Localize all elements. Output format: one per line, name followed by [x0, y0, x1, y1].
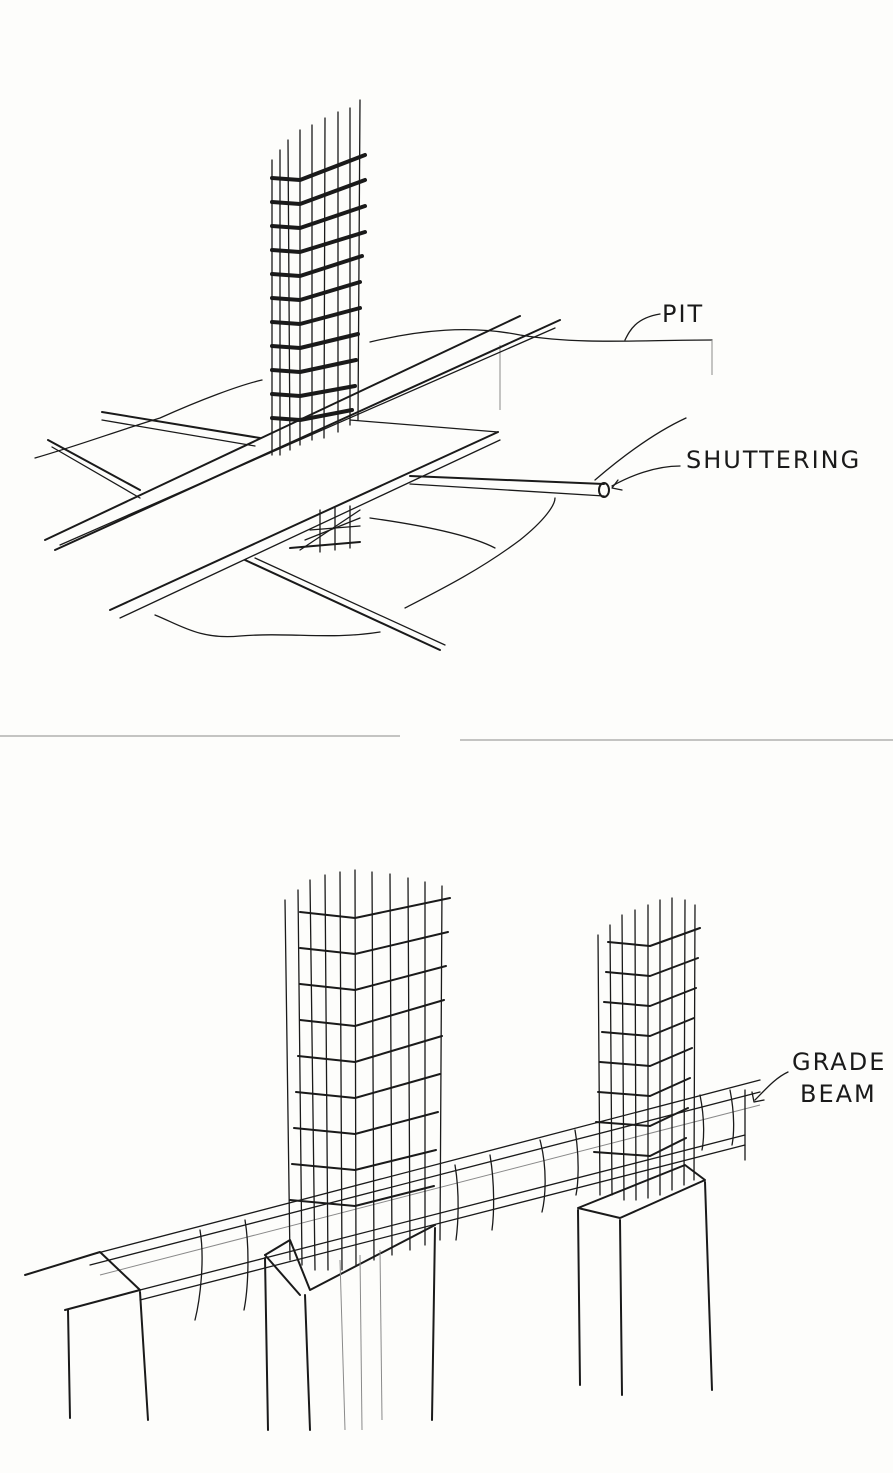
bottom-sketch: GRADE BEAM	[24, 869, 886, 1431]
shuttering-arrow	[611, 479, 623, 491]
pit-edge-left	[34, 379, 263, 459]
cross-bar-right	[409, 475, 605, 485]
column-stub-left	[24, 1251, 149, 1421]
column-stub-right	[577, 1164, 713, 1396]
cross-bar-left-lower	[47, 439, 141, 491]
cross-bar-right-end	[598, 482, 610, 498]
pit-edge-left-lower	[154, 614, 381, 638]
pit-leader	[624, 313, 661, 341]
grade-beam-leader	[754, 1071, 789, 1101]
shuttering-plank-1b	[54, 319, 561, 551]
grade-beam-arrow	[751, 1091, 765, 1103]
column-cage-middle	[284, 869, 451, 1271]
shuttering-plank-1c	[59, 327, 556, 546]
pit-label: PIT	[662, 300, 704, 328]
column-stub-middle	[264, 1224, 436, 1431]
cross-bar-left-upper	[101, 411, 261, 439]
pit-edge-right-3	[594, 417, 687, 481]
shuttering-plank-2c	[349, 419, 499, 433]
shuttering-plank-2a	[109, 431, 499, 611]
cross-bar-bottom	[244, 559, 441, 651]
footing-cage	[289, 505, 361, 553]
pit-edge-right-2	[369, 517, 496, 549]
cross-bar-right-b	[409, 483, 605, 497]
pit-ground-line	[369, 329, 713, 343]
top-sketch: PIT SHUTTERING	[34, 99, 861, 651]
shuttering-label: SHUTTERING	[686, 446, 861, 474]
column-cage-top	[270, 99, 367, 456]
shuttering-plank-1a	[44, 315, 521, 541]
cross-bar-left-lower-b	[51, 446, 141, 499]
cross-bar-left-upper-b	[101, 419, 256, 447]
column-cage-right	[593, 897, 701, 1201]
grade-label-line1: GRADE	[792, 1048, 886, 1076]
shuttering-leader	[611, 465, 681, 487]
pit-edge-right	[404, 497, 556, 609]
grade-label-line2: BEAM	[800, 1080, 877, 1108]
shuttering-plank-2b	[119, 439, 501, 619]
cross-bar-bottom-b	[254, 557, 446, 646]
